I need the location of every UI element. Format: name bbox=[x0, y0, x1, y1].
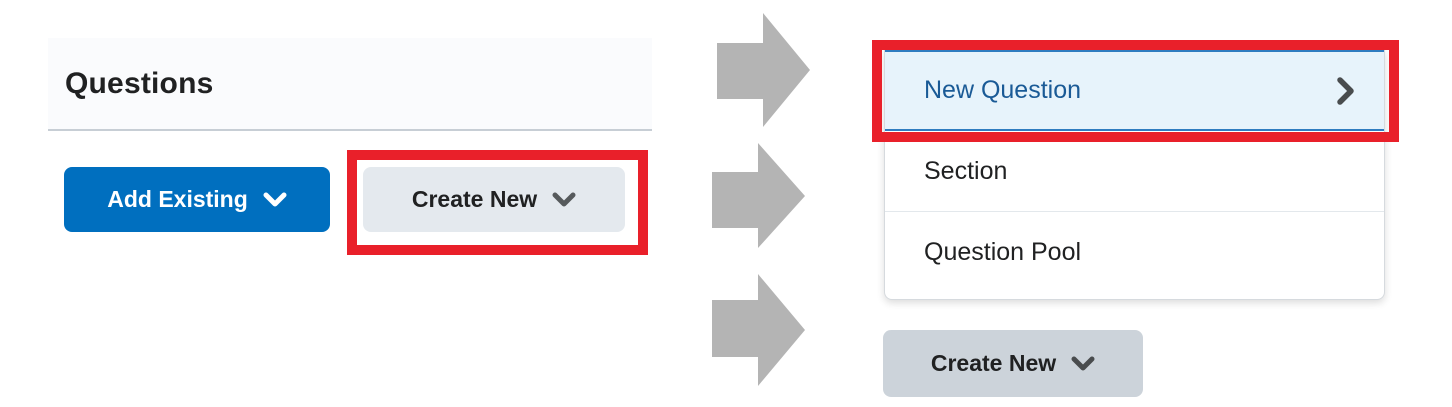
menu-item-question-pool[interactable]: Question Pool bbox=[885, 212, 1384, 292]
chevron-right-icon bbox=[1337, 76, 1354, 105]
create-new-label: Create New bbox=[411, 186, 538, 212]
add-existing-button[interactable]: Add Existing bbox=[64, 167, 330, 232]
arrow-right-icon bbox=[712, 274, 805, 386]
menu-item-label: New Question bbox=[924, 76, 1082, 104]
create-new-button[interactable]: Create New bbox=[363, 167, 625, 232]
menu-item-label: Section bbox=[924, 156, 1008, 185]
menu-item-section[interactable]: Section bbox=[885, 131, 1384, 211]
create-new-label: Create New bbox=[930, 350, 1057, 376]
arrow-right-icon bbox=[712, 143, 805, 248]
arrow-right-icon bbox=[717, 13, 810, 127]
chevron-down-icon bbox=[552, 192, 576, 207]
menu-item-label: Question Pool bbox=[924, 237, 1082, 266]
create-new-dropdown-menu: New Question Section Question Pool bbox=[884, 50, 1385, 300]
menu-item-new-question[interactable]: New Question bbox=[885, 50, 1384, 131]
add-existing-label: Add Existing bbox=[107, 186, 248, 212]
questions-header-band: Questions bbox=[48, 38, 652, 131]
page-title: Questions bbox=[65, 66, 214, 100]
create-new-button-pressed[interactable]: Create New bbox=[883, 330, 1143, 397]
chevron-down-icon bbox=[263, 192, 287, 207]
chevron-down-icon bbox=[1071, 356, 1095, 371]
menu-divider bbox=[885, 211, 1384, 212]
